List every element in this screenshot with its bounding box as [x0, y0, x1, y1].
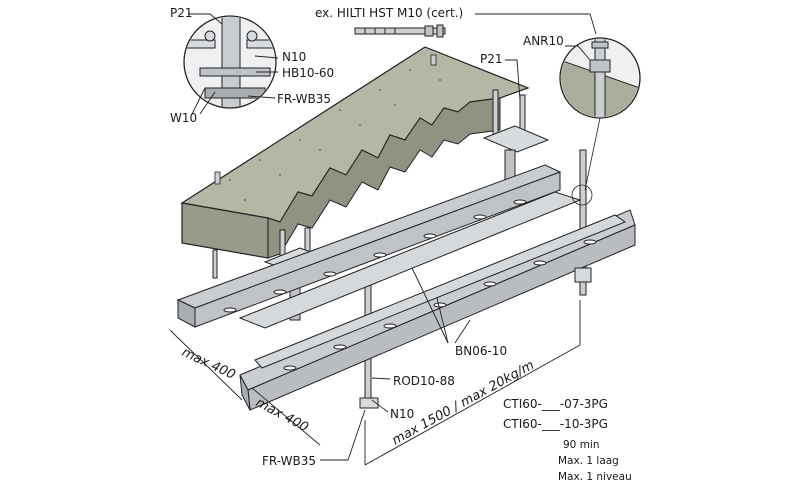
anchor-bolt-illustration — [354, 24, 446, 38]
fire-info-3: Max. 1 niveau — [558, 471, 632, 483]
rod10-88-label: ROD10-88 — [393, 374, 455, 388]
p21-top-label: P21 — [170, 6, 193, 20]
fire-info-1: 90 min — [563, 439, 600, 451]
dim-width-1: max 400 — [179, 345, 237, 383]
dim-width-2: max 400 — [253, 395, 311, 435]
leader-lines — [188, 13, 597, 461]
n10-bottom-label: N10 — [390, 407, 414, 421]
n10-top-label: N10 — [282, 50, 306, 64]
w10-label: W10 — [170, 111, 197, 125]
bn06-10-label: BN06-10 — [455, 344, 507, 358]
anr10-label: ANR10 — [523, 34, 564, 48]
cable-tray-rear — [176, 164, 582, 329]
hb10-60-label: HB10-60 — [282, 66, 334, 80]
fr-wb35-bottom-label: FR-WB35 — [262, 454, 316, 468]
fire-info-2: Max. 1 laag — [558, 455, 619, 467]
product-code-2: CTI60-___-10-3PG — [503, 417, 608, 431]
anchor-note-label: ex. HILTI HST M10 (cert.) — [315, 6, 463, 20]
product-code-1: CTI60-___-07-3PG — [503, 397, 608, 411]
dimension-lines — [169, 300, 581, 466]
p21-right-label: P21 — [480, 52, 503, 66]
detail-circle-left — [183, 15, 277, 109]
detail-circle-right — [559, 37, 641, 206]
concrete-slab — [180, 46, 530, 259]
fr-wb35-top-label: FR-WB35 — [277, 92, 331, 106]
